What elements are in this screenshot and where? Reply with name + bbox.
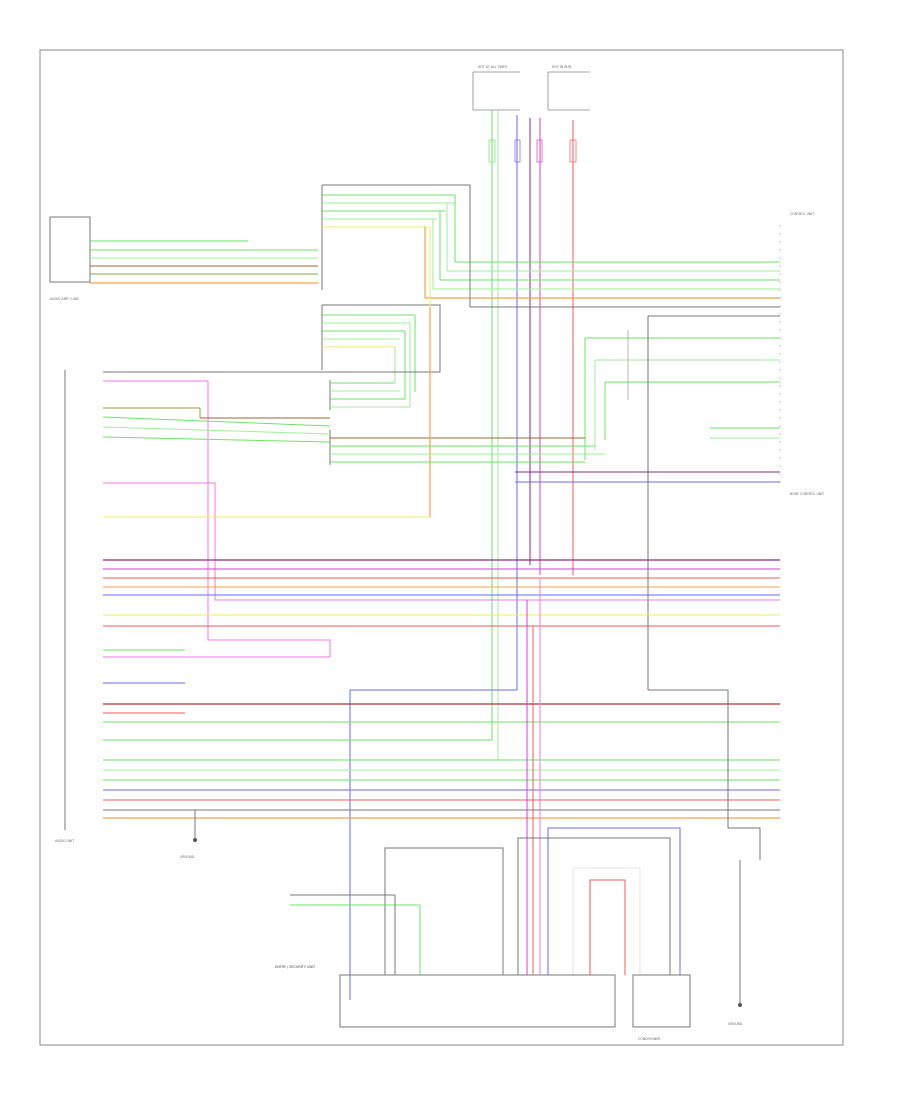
conditioner-box: CONDITIONER: [632, 974, 691, 1041]
entry-unit-box: ENTRY / SECURITY UNIT: [275, 965, 616, 1028]
right-unit-label: CONTROL UNIT: [790, 212, 814, 216]
middle-right-wires: [515, 316, 780, 690]
ground-left-label: GROUND: [180, 855, 195, 859]
entry-unit-feed: [290, 578, 681, 975]
audio-unit-pins: AUDIO UNIT: [55, 370, 74, 843]
audio-unit-label: AUDIO UNIT: [55, 839, 74, 843]
top-right-fuse-label: HOT IN RUN: [552, 65, 572, 69]
upper-junction-block: [321, 184, 471, 290]
audio-unit-wires: GROUND: [102, 227, 780, 1000]
top-vertical-wires: [488, 110, 577, 760]
second-junction-block: [321, 304, 441, 370]
right-mid-label: BODY CONTROL UNIT: [790, 492, 824, 496]
right-ground-drop: GROUND: [648, 689, 761, 1026]
audio-amp-box: AUDIO AMP / LINK: [49, 216, 91, 301]
ground-right-label: GROUND: [728, 1022, 743, 1026]
top-fuse-block: HOT AT ALL TIMES HOT IN RUN: [472, 65, 590, 111]
right-connector-pins: CONTROL UNIT BODY CONTROL UNIT: [779, 212, 824, 496]
third-junction-block: [329, 315, 416, 410]
entry-unit-label: ENTRY / SECURITY UNIT: [275, 965, 316, 969]
top-left-fuse-label: HOT AT ALL TIMES: [478, 65, 507, 69]
diagram-frame: [39, 49, 844, 1046]
audio-amp-label: AUDIO AMP / LINK: [50, 297, 79, 301]
right-upper-bus: [424, 192, 780, 317]
amp-wires: [90, 240, 318, 284]
fourth-junction-block: [329, 430, 605, 465]
conditioner-label: CONDITIONER: [638, 1037, 661, 1041]
